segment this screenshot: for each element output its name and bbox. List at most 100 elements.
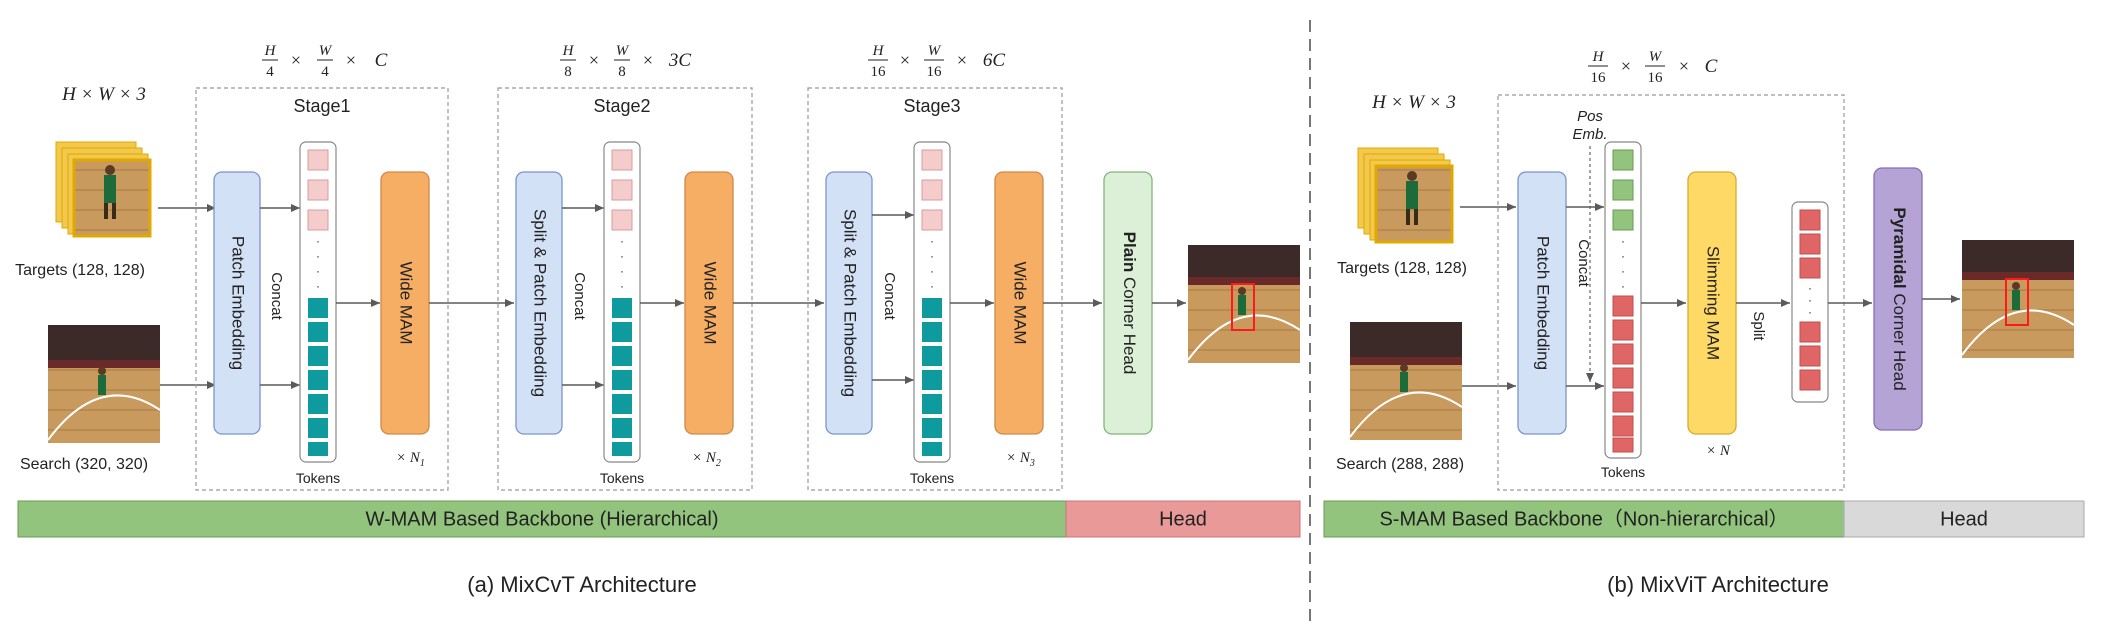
svg-text:×: × [1679,56,1689,76]
svg-text:16: 16 [1648,70,1664,86]
svg-text:H: H [562,43,575,59]
svg-text:W: W [616,43,630,59]
stage3-dimension: H 16 × W 16 × 6C [868,43,1005,80]
svg-text:16: 16 [871,64,887,80]
stage2-wide-mam-label: Wide MAM [701,261,720,344]
stage1-title: Stage1 [293,96,350,116]
stage2-title: Stage2 [593,96,650,116]
stage3-tokens-label: Tokens [910,470,954,486]
svg-text:·: · [316,234,320,248]
svg-text:·: · [1808,281,1812,295]
svg-text:×: × [346,50,356,70]
right-output-bbox [2005,278,2029,326]
svg-text:·: · [1621,234,1625,248]
right-concat-label: Concat [1575,239,1592,287]
right-targets-label: Targets (128, 128) [1337,260,1467,277]
stage2: H 8 × W 8 × 3C Stage2 Split & Patch Embe… [497,43,753,491]
stage1-tokens-label: Tokens [296,470,340,486]
stage3-split-patch-embedding [825,171,873,435]
right-output-image [1961,240,2075,358]
stage3-concat-label: Concat [881,272,898,320]
svg-text:·: · [930,249,934,263]
right-head-bar-label: Head [1940,508,1988,530]
svg-text:·: · [930,234,934,248]
w-mam-backbone-label: W-MAM Based Backbone (Hierarchical) [365,508,718,530]
s-mam-backbone-label: S-MAM Based Backbone（Non-hierarchical） [1379,507,1788,530]
stage1-tokens: · · · · [307,149,329,456]
stage1-concat-label: Concat [268,272,285,320]
svg-text:C: C [375,50,388,71]
search-tokens: · · · [1799,209,1821,391]
svg-text:8: 8 [618,64,626,80]
pyramidal-corner-head-label: Pyramidal Corner Head [1890,207,1909,390]
left-caption: (a) MixCvT Architecture [467,572,696,597]
stage1: H 4 × W 4 × C Stage1 Patch Embedding Con… [195,43,449,491]
right-tokens-label: Tokens [1601,464,1645,480]
svg-text:3C: 3C [668,50,692,71]
svg-text:W: W [1649,49,1663,65]
svg-text:·: · [1621,264,1625,278]
stage2-repeat: × N2 [692,450,721,469]
left-input-shape: H × W × 3 [61,84,146,105]
left-head-bar-label: Head [1159,508,1207,530]
split-label: Split [1750,311,1767,341]
svg-text:H: H [1592,49,1605,65]
svg-text:H: H [872,43,885,59]
left-search-label: Search (320, 320) [20,456,148,473]
svg-text:×: × [291,50,301,70]
right-backbone-frame [1497,94,1845,491]
svg-text:W: W [319,43,333,59]
right-search-image [1349,322,1463,440]
svg-text:16: 16 [1591,70,1607,86]
right-caption: (b) MixViT Architecture [1607,572,1829,597]
stage2-tokens-label: Tokens [600,470,644,486]
svg-text:·: · [1621,279,1625,293]
w-mam-backbone-bar [17,500,1067,538]
stage2-split-patch-embedding [515,171,563,435]
right-search-label: Search (288, 288) [1336,456,1464,473]
svg-text:4: 4 [321,64,329,80]
left-targets-label: Targets (128, 128) [15,262,145,279]
stage1-wide-mam-label: Wide MAM [397,261,416,344]
svg-text:H: H [264,43,277,59]
stage2-dimension: H 8 × W 8 × 3C [560,43,691,80]
svg-text:16: 16 [927,64,943,80]
svg-text:·: · [316,264,320,278]
svg-text:·: · [316,279,320,293]
svg-text:×: × [589,50,599,70]
right-target-images [1357,147,1454,244]
stage1-patch-embedding-label: Patch Embedding [229,236,248,370]
stage3-wide-mam-label: Wide MAM [1011,261,1030,344]
mixcvt-panel: H × W × 3 Targets (128, 128) Search (320… [15,43,1301,597]
stage2-tokens: · · · · [611,149,633,456]
stage1-patch-embedding [213,171,261,435]
left-search-image [47,325,161,443]
plain-corner-head-label: Plain Corner Head [1120,232,1139,375]
right-head-bar [1843,500,2085,538]
stage1-dimension: H 4 × W 4 × C [262,43,388,80]
right-input-shape: H × W × 3 [1371,92,1456,113]
stage3-repeat: × N3 [1006,450,1035,469]
stage3: H 16 × W 16 × 6C Stage3 Split & Patch Em… [807,43,1063,491]
svg-text:C: C [1705,56,1718,77]
svg-text:·: · [620,264,624,278]
stage3-tokens: · · · · [921,149,943,456]
stage2-frame [497,87,753,491]
mixvit-panel: H × W × 3 Targets (128, 128) Search (288… [1323,49,2085,597]
pos-emb-label-line2: Emb. [1572,126,1607,143]
slimming-mam-repeat: × N [1706,443,1731,459]
svg-text:×: × [643,50,653,70]
left-head-bar [1065,500,1301,538]
left-output-bbox [1231,283,1255,331]
svg-text:·: · [620,279,624,293]
left-target-images [55,141,152,238]
stage3-title: Stage3 [903,96,960,116]
svg-text:6C: 6C [983,50,1006,71]
stage1-frame [195,87,449,491]
right-patch-embedding-label: Patch Embedding [1534,236,1553,370]
slimming-mam-label: Slimming MAM [1704,246,1723,360]
svg-text:·: · [1621,249,1625,263]
stage3-split-patch-embedding-label: Split & Patch Embedding [841,209,860,397]
right-tokens: · · · · [1612,149,1634,453]
